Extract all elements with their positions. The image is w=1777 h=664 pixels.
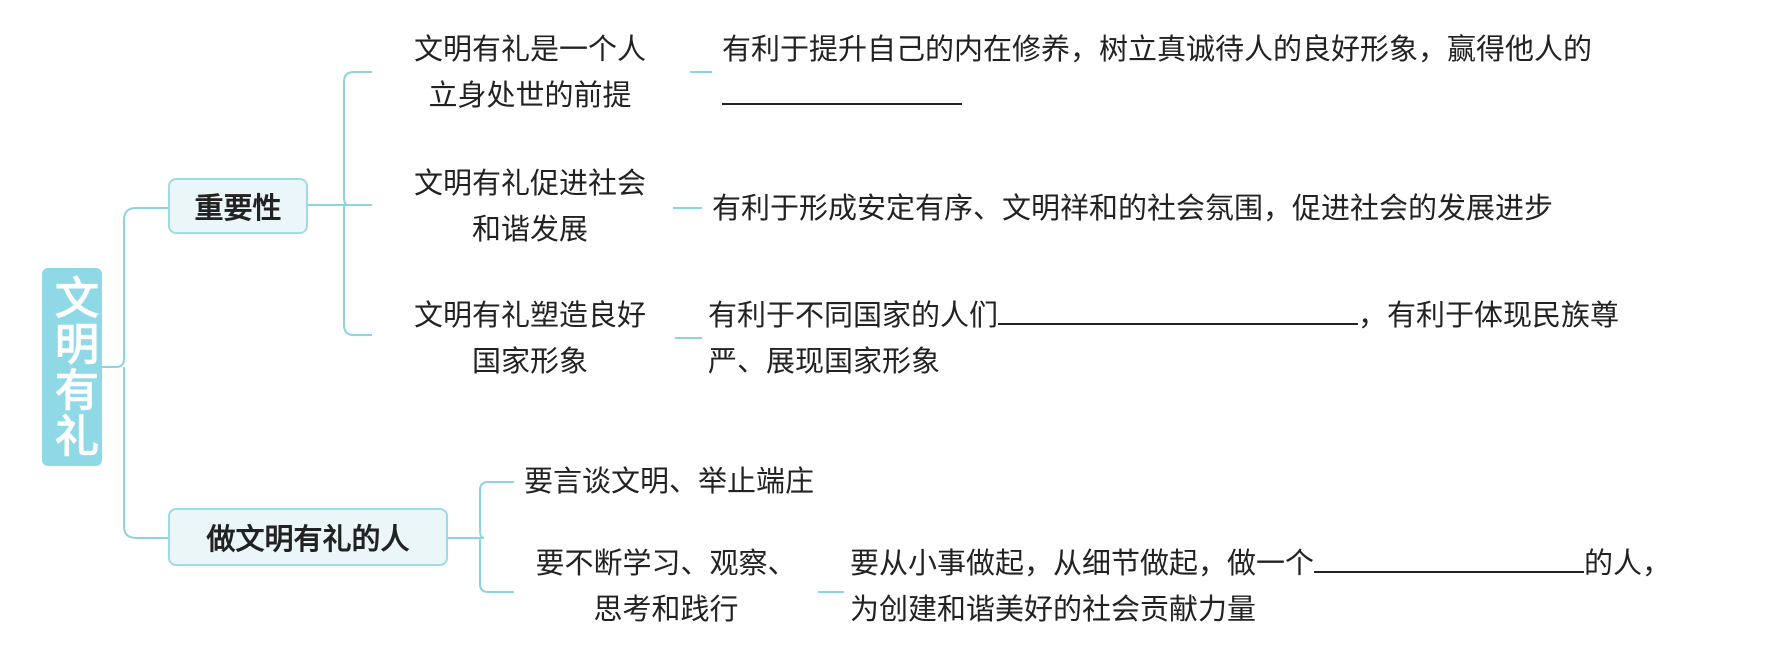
topic-line: 思考和践行 bbox=[593, 592, 739, 626]
detail-line: 有利于形成安定有序、文明祥和的社会氛围，促进社会的发展进步 bbox=[712, 191, 1554, 225]
topic-line: 国家形象 bbox=[471, 344, 588, 378]
detail-line: 为创建和谐美好的社会贡献力量 bbox=[850, 592, 1257, 626]
detail-text: 有利于不同国家的人们 bbox=[708, 298, 999, 332]
importance-label: 重要性 bbox=[194, 191, 282, 225]
topic-line: 要不断学习、观察、 bbox=[535, 546, 797, 580]
how-node: 做文明有礼的人 bbox=[168, 508, 448, 566]
topic-line: 文明有礼是一个人 bbox=[413, 32, 646, 66]
how-item-1: 要言谈文明、举止端庄 bbox=[524, 458, 814, 504]
detail-line-1: 要从小事做起，从细节做起，做一个 的人， bbox=[850, 540, 1671, 586]
topic-line: 立身处世的前提 bbox=[428, 78, 632, 112]
topic-line: 和谐发展 bbox=[471, 212, 588, 246]
importance-topic-1: 文明有礼是一个人 立身处世的前提 bbox=[380, 26, 680, 118]
detail-text: 要从小事做起，从细节做起，做一个 bbox=[850, 546, 1315, 580]
fill-in-blank bbox=[998, 293, 1359, 325]
detail-line: 有利于提升自己的内在修养，树立真诚待人的良好形象，赢得他人的 bbox=[722, 32, 1593, 66]
detail-text: ，有利于体现民族尊 bbox=[1358, 298, 1620, 332]
detail-line-1: 有利于不同国家的人们 ，有利于体现民族尊 bbox=[708, 292, 1619, 338]
root-node: 文明有礼 bbox=[42, 268, 102, 466]
importance-topic-2: 文明有礼促进社会 和谐发展 bbox=[380, 160, 680, 252]
importance-topic-3: 文明有礼塑造良好 国家形象 bbox=[380, 292, 680, 384]
topic-line: 文明有礼塑造良好 bbox=[413, 298, 646, 332]
fill-in-blank bbox=[1314, 541, 1585, 573]
importance-detail-2: 有利于形成安定有序、文明祥和的社会氛围，促进社会的发展进步 bbox=[712, 185, 1553, 231]
importance-detail-1: 有利于提升自己的内在修养，树立真诚待人的良好形象，赢得他人的 bbox=[722, 26, 1592, 118]
importance-node: 重要性 bbox=[168, 178, 308, 234]
detail-line: 严、展现国家形象 bbox=[708, 344, 941, 378]
item-text: 要言谈文明、举止端庄 bbox=[524, 464, 815, 498]
fill-in-blank bbox=[722, 73, 962, 105]
how-detail-2: 要从小事做起，从细节做起，做一个 的人， 为创建和谐美好的社会贡献力量 bbox=[850, 540, 1671, 632]
importance-detail-3: 有利于不同国家的人们 ，有利于体现民族尊 严、展现国家形象 bbox=[708, 292, 1619, 384]
topic-line: 文明有礼促进社会 bbox=[413, 166, 646, 200]
how-topic-2: 要不断学习、观察、 思考和践行 bbox=[516, 540, 816, 632]
detail-line-2 bbox=[722, 72, 1592, 118]
how-label: 做文明有礼的人 bbox=[206, 522, 410, 556]
root-label: 文明有礼 bbox=[47, 275, 98, 459]
detail-text: 的人， bbox=[1584, 546, 1672, 580]
